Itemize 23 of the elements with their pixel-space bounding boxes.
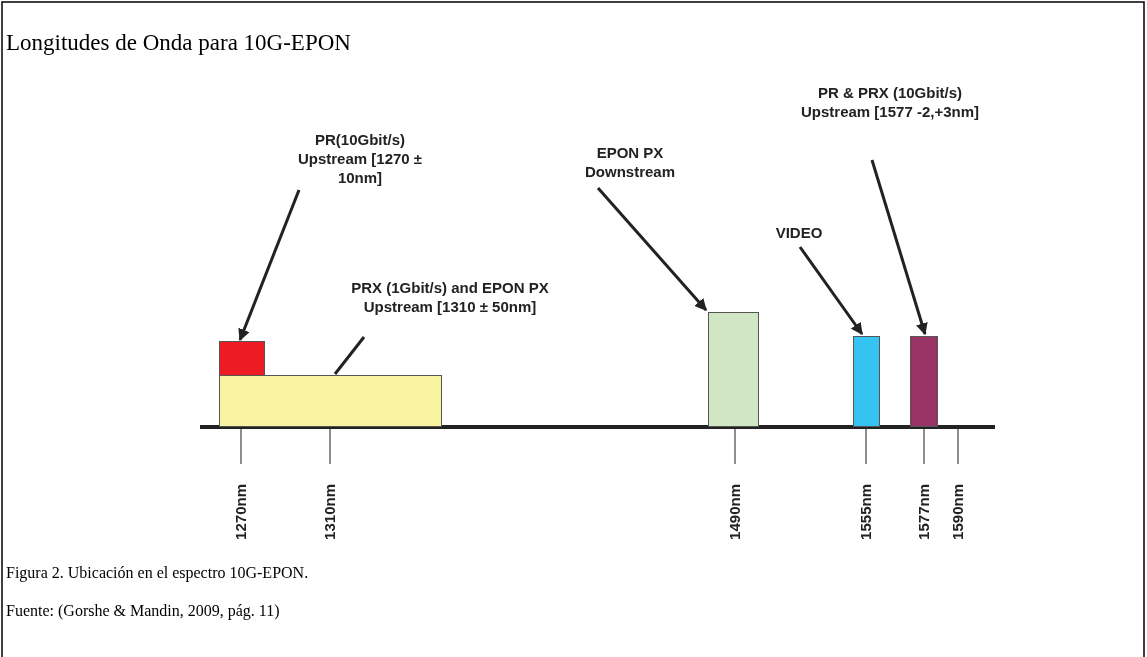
tick-label: 1577nm <box>916 484 932 540</box>
tick-label: 1490nm <box>727 484 743 540</box>
title: Longitudes de Onda para 10G-EPON <box>6 30 351 56</box>
wavelength-band <box>853 336 880 427</box>
callout-label: PR & PRX (10Gbit/s) Upstream [1577 -2,+3nm] <box>785 83 995 121</box>
figure-caption: Figura 2. Ubicación en el espectro 10G-EPON. <box>6 564 309 582</box>
tick-label: 1310nm <box>322 484 338 540</box>
callout-label: VIDEO <box>766 223 832 242</box>
tick-label: 1270nm <box>233 484 249 540</box>
arrow <box>870 159 928 336</box>
arrow <box>238 189 301 342</box>
callout-label: EPON PX Downstream <box>570 143 690 181</box>
arrow <box>798 246 864 335</box>
wavelength-band <box>219 375 442 427</box>
wavelength-band <box>708 312 759 427</box>
tick-label: 1555nm <box>858 484 874 540</box>
wavelength-band <box>219 341 265 376</box>
callout-label: PRX (1Gbit/s) and EPON PX Upstream [1310 ± 50nm] <box>345 278 555 316</box>
tick-label: 1590nm <box>950 484 966 540</box>
wavelength-band <box>910 336 938 427</box>
source-note: Fuente: (Gorshe & Mandin, 2009, pág. 11) <box>6 602 280 620</box>
callout-label: PR(10Gbit/s) Upstream [1270 ± 10nm] <box>285 130 435 187</box>
arrow <box>596 187 708 311</box>
